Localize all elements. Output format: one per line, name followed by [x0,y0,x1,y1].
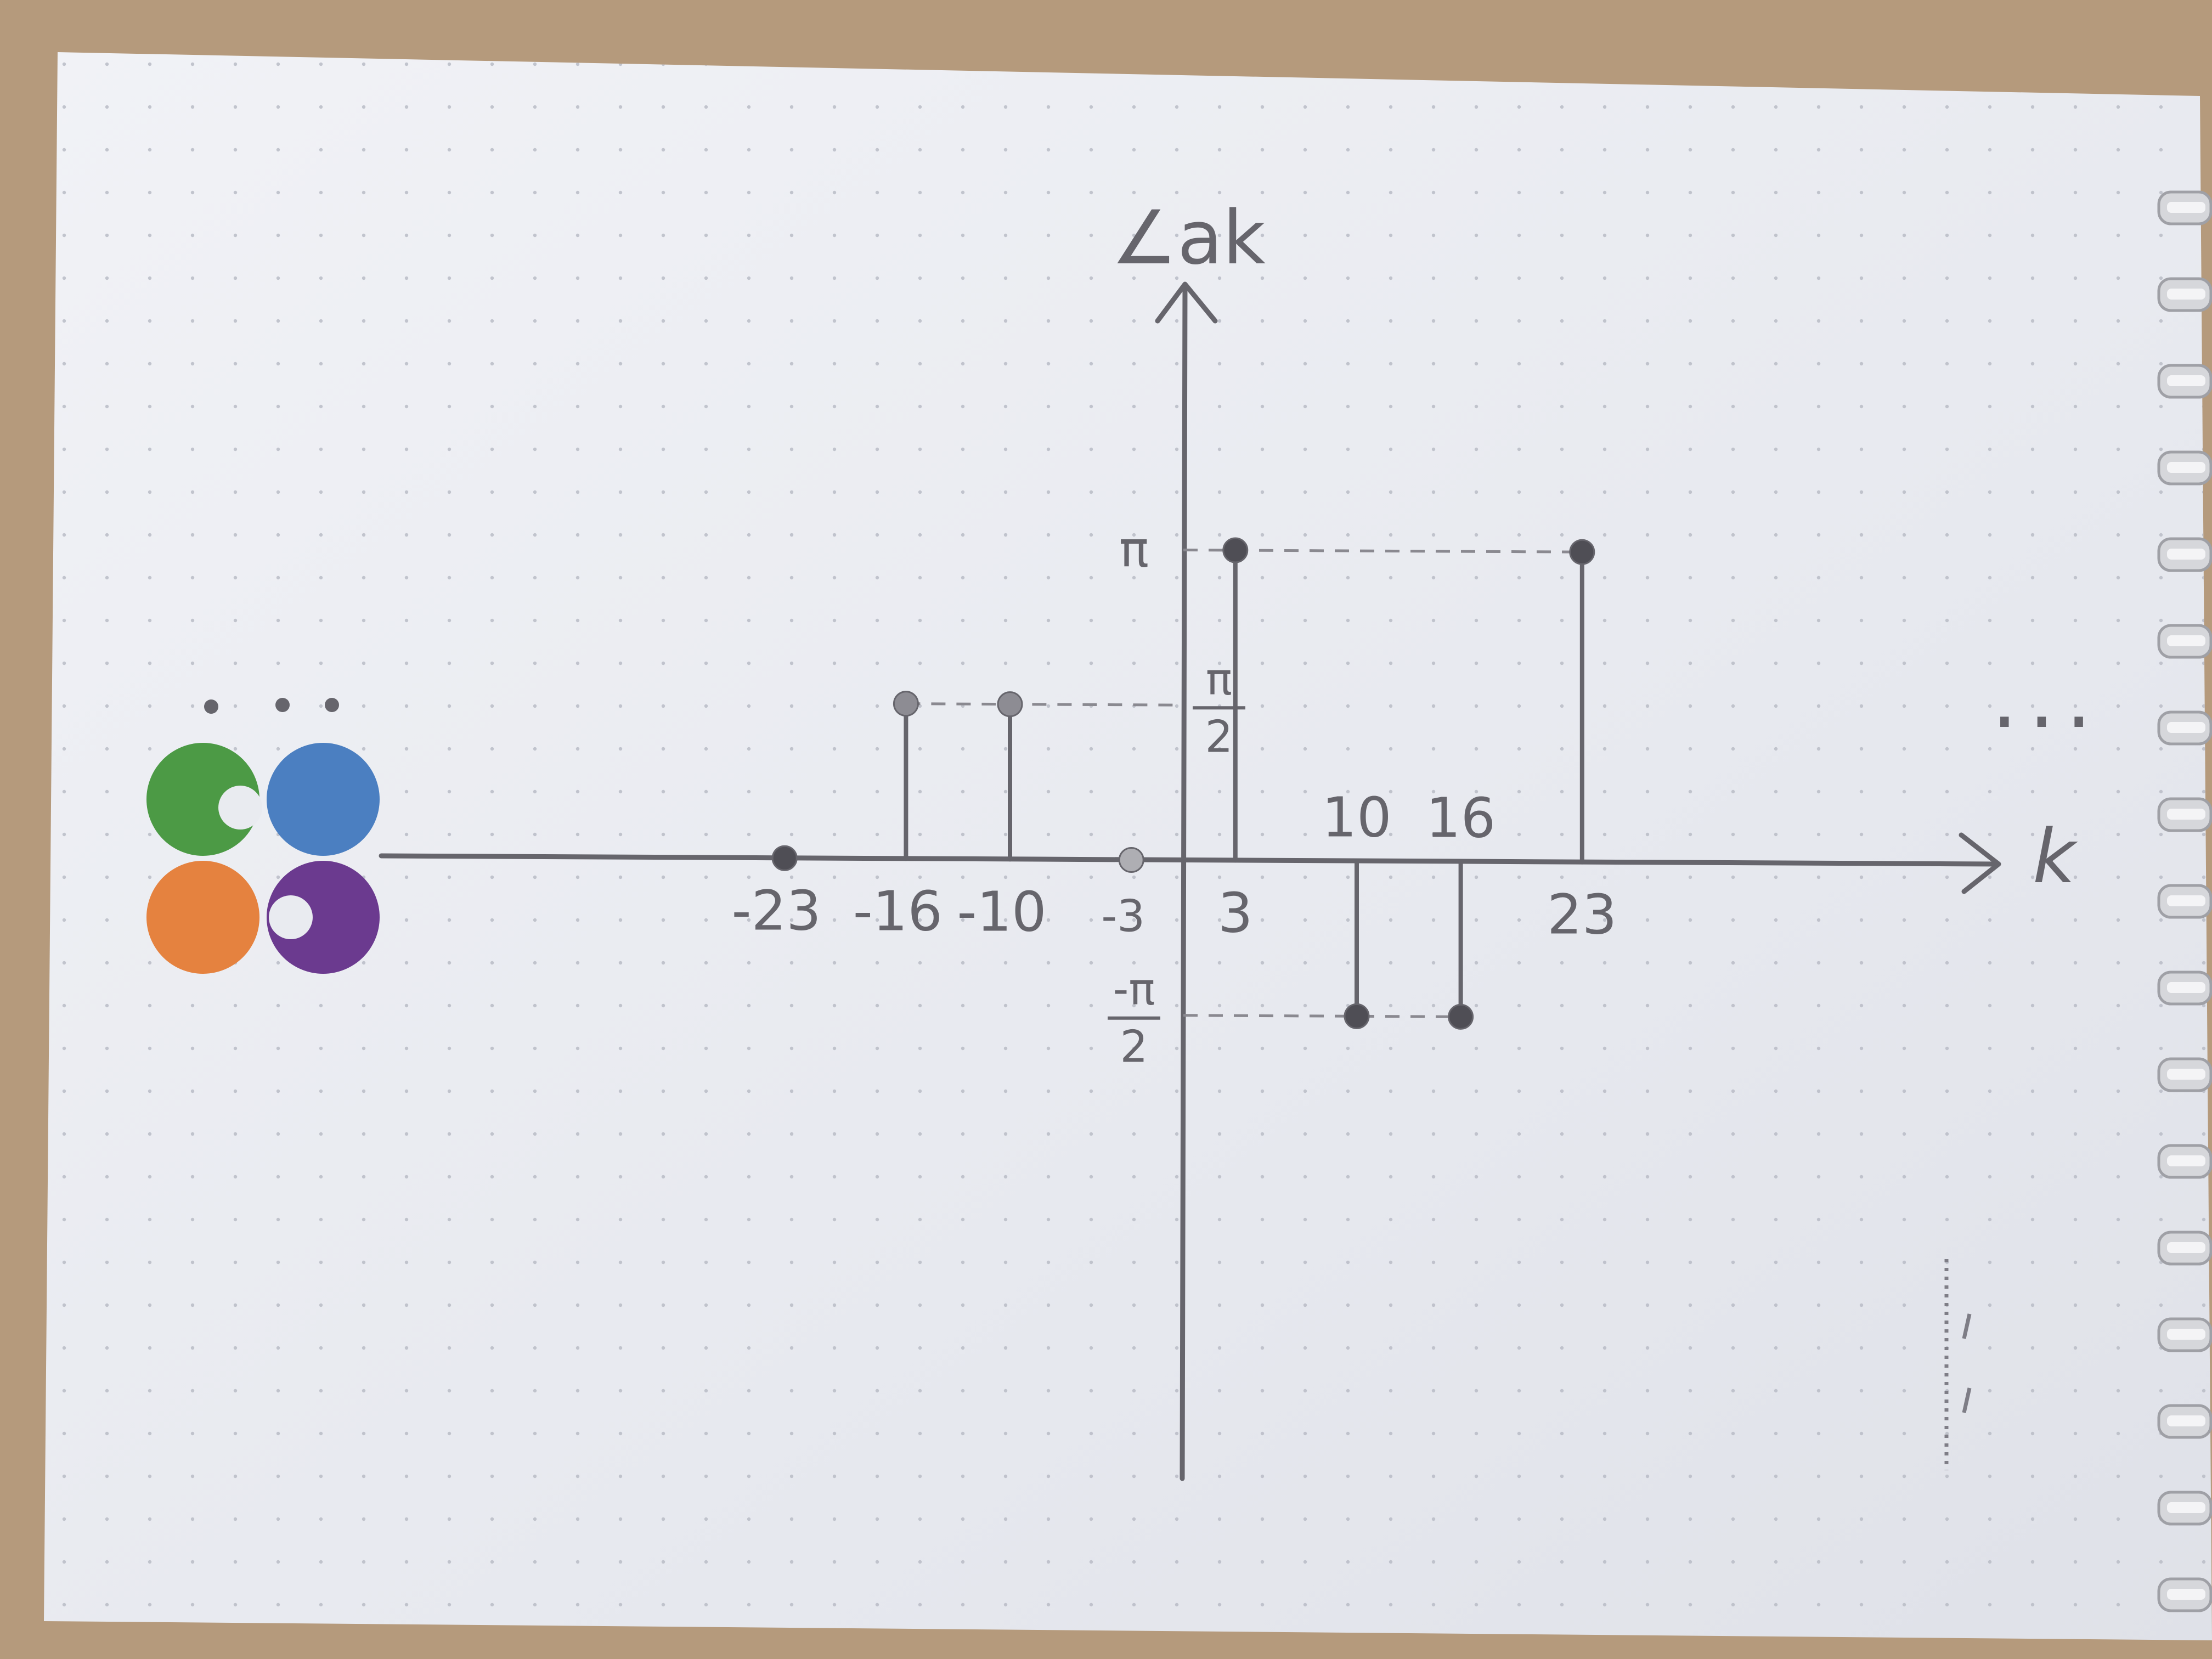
x-tick-label: 10 [1322,786,1391,850]
x-tick-label: -16 [853,879,943,943]
continuation-ellipsis: ... [1991,651,2103,747]
logo-cutout-purple [269,895,313,939]
spiral-ring-highlight [2167,982,2205,993]
y-tick-numerator: -π [1113,964,1155,1015]
logo-dot-2 [275,698,290,712]
stem-marker [1118,847,1144,873]
guide-line [906,702,1184,707]
spiral-ring-highlight [2167,1242,2205,1253]
x-axis-arrowhead [1959,832,2001,894]
logo-circle-green [146,743,259,856]
margin-scribble [1944,1259,1972,1470]
y-tick-denominator: 2 [1205,711,1233,762]
y-tick-numerator: π [1206,653,1232,704]
spiral-ring-highlight [2167,635,2205,646]
spiral-ring-highlight [2167,1415,2205,1426]
guide-line [1183,549,1582,554]
colored-circles-logo [146,698,380,974]
spiral-ring-highlight [2167,462,2205,473]
guide-line [1183,1014,1461,1018]
x-tick-labels: -23 -16-10 -3 3 10 16 23 [732,786,1617,947]
spiral-ring-highlight [2167,1589,2205,1600]
stem-marker [771,845,798,871]
spiral-ring-highlight [2167,895,2205,906]
spiral-ring-highlight [2167,722,2205,733]
y-tick-label: π [1119,521,1149,579]
spiral-ring-highlight [2167,809,2205,820]
x-tick-label: -23 [732,878,821,943]
x-tick-label: 16 [1426,786,1496,850]
logo-circle-blue [267,743,380,856]
x-tick-label: 23 [1547,883,1617,947]
stem-marker [1222,537,1249,563]
x-tick-label: -10 [957,879,1046,944]
spiral-ring-highlight [2167,375,2205,386]
stem-marker [997,691,1023,718]
y-axis [1180,283,1188,1481]
logo-dot-3 [325,698,339,712]
dashed-guides [906,549,1582,1018]
logo-circle-purple [267,861,380,974]
y-tick-denominator: 2 [1120,1022,1148,1073]
logo-cutout-green [218,786,262,830]
spiral-ring-highlight [2167,202,2205,213]
spiral-binding [2157,190,2212,1612]
y-tick-numerator: π [1119,521,1149,579]
spiral-ring-highlight [2167,289,2205,300]
stem-marker [1448,1003,1474,1030]
y-tick-label: -π 2 [1108,964,1160,1073]
y-tick-label: π2 [1193,653,1245,762]
spiral-ring-highlight [2167,549,2205,560]
stems [771,537,1595,1030]
x-tick-label: 3 [1218,881,1253,945]
stem-marker [893,691,919,717]
y-axis-arrowhead [1155,281,1218,324]
x-axis-label: k [2033,814,2078,900]
spiral-ring-highlight [2167,1329,2205,1340]
stem-marker [1344,1003,1370,1029]
spiral-ring-highlight [2167,1069,2205,1080]
spiral-ring-highlight [2167,1155,2205,1166]
spiral-ring-highlight [2167,1502,2205,1513]
x-axis [379,853,2000,867]
dot-grid [44,52,2212,1640]
logo-circle-orange [146,861,259,974]
y-tick-labels: ππ2-π2 [1108,521,1245,1073]
x-tick-label: -3 [1101,891,1145,942]
logo-dot-1 [204,699,218,714]
y-axis-label: ∠ak [1111,195,1266,281]
stem-marker [1569,539,1595,565]
